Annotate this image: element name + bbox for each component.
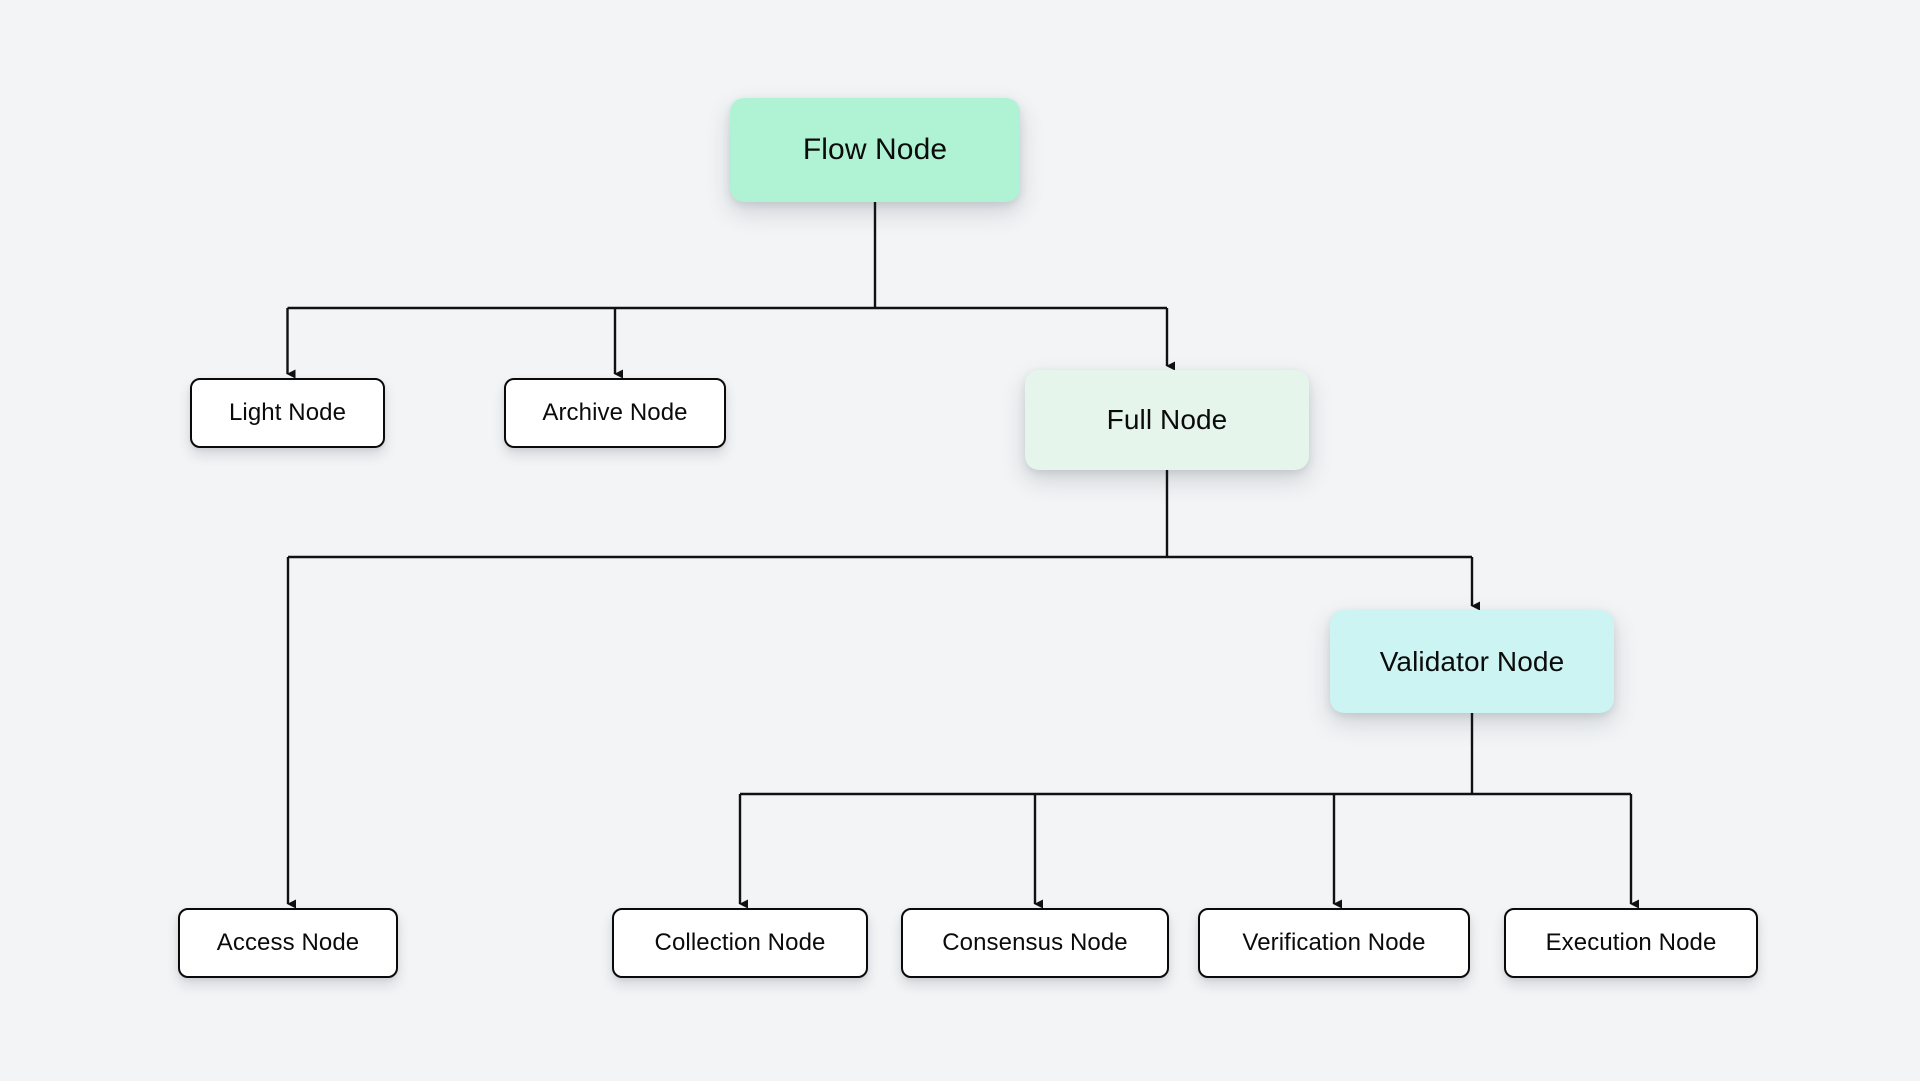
node-access-label: Access Node xyxy=(216,929,360,956)
node-light-label: Light Node xyxy=(228,399,347,426)
node-access[interactable]: Access Node xyxy=(178,908,398,978)
node-validator-label: Validator Node xyxy=(1379,645,1565,677)
node-verification[interactable]: Verification Node xyxy=(1198,908,1470,978)
node-execution[interactable]: Execution Node xyxy=(1504,908,1758,978)
node-verification-label: Verification Node xyxy=(1242,929,1426,956)
node-collection-label: Collection Node xyxy=(654,929,826,956)
node-consensus[interactable]: Consensus Node xyxy=(901,908,1169,978)
node-light[interactable]: Light Node xyxy=(190,378,385,448)
node-archive-label: Archive Node xyxy=(542,399,688,426)
node-flow[interactable]: Flow Node xyxy=(730,98,1020,202)
node-full[interactable]: Full Node xyxy=(1025,370,1309,470)
node-full-label: Full Node xyxy=(1106,404,1228,435)
node-collection[interactable]: Collection Node xyxy=(612,908,868,978)
node-flow-label: Flow Node xyxy=(802,133,948,166)
node-validator[interactable]: Validator Node xyxy=(1330,610,1614,713)
node-archive[interactable]: Archive Node xyxy=(504,378,726,448)
node-execution-label: Execution Node xyxy=(1545,929,1717,956)
node-consensus-label: Consensus Node xyxy=(942,929,1128,956)
